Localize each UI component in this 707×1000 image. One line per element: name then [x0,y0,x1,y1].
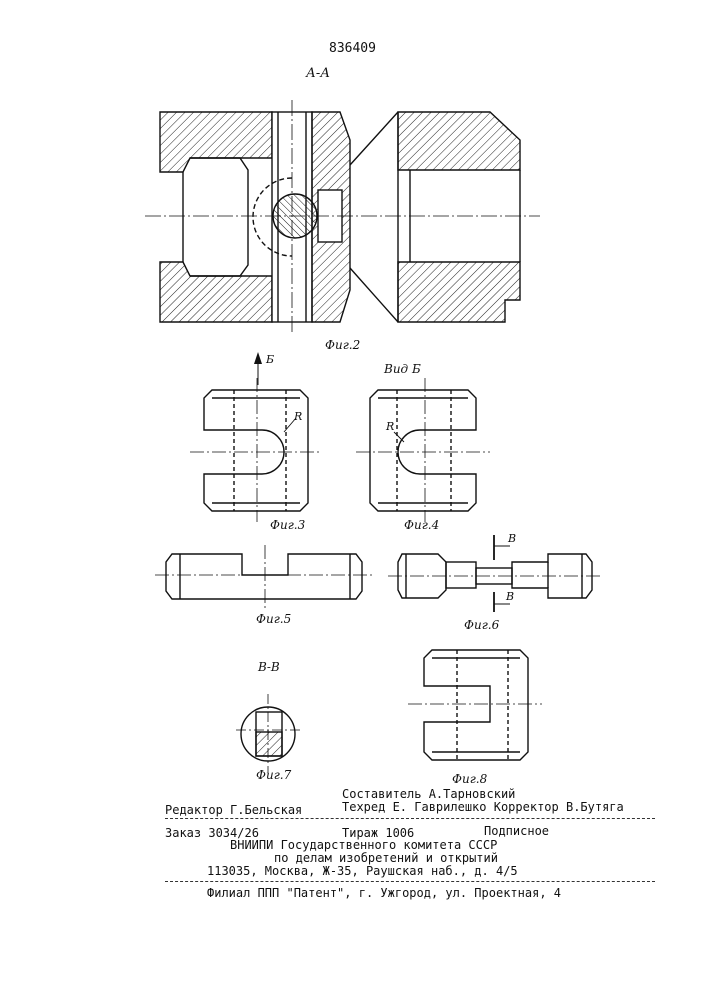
section-vv-label: В-В [258,660,280,674]
arrow-b-label: Б [266,353,274,366]
fig7-caption: Фиг.7 [256,768,291,782]
fig3-caption: Фиг.3 [270,518,305,532]
tech-corrector-line: Техред Е. Гаврилешко Корректор В.Бутяга [342,800,624,814]
fig3-clip-side-view [204,390,308,511]
fig6-caption: Фиг.6 [464,618,499,632]
address-line: 113035, Москва, Ж-35, Раушская наб., д. … [207,864,518,878]
divider-top [165,818,655,819]
fig8-caption: Фиг.8 [452,772,487,786]
fig5-clip-top-view [166,554,362,599]
fig8-clip-front-view [424,650,528,760]
compiler-line: Составитель А.Тарновский [342,787,515,801]
section-mark-bottom: В [506,590,514,603]
left-body-bottom [160,262,272,322]
affairs-line: по делам изобретений и открытий [274,851,498,865]
fig4-clip-view-b [370,390,476,511]
editor-line: Редактор Г.Бельская [165,803,302,817]
fig5-caption: Фиг.5 [256,612,291,626]
fig4-caption: Фиг.4 [404,518,439,532]
section-aa-label: А-А [306,66,330,81]
radius-label-fig4: R [386,420,394,433]
subscription-line: Подписное [484,824,549,838]
right-body-top [398,112,520,170]
left-body-top [160,112,272,172]
right-body-bottom [398,262,520,322]
fig2-assembly-section [160,112,520,322]
institute-line: ВНИИПИ Государственного комитета СССР [230,838,497,852]
view-b-label: Вид Б [384,362,421,376]
cone [350,112,398,322]
fig2-caption: Фиг.2 [325,338,360,352]
radius-label-fig3: R [294,410,302,423]
section-mark-top: В [508,532,516,545]
branch-line: Филиал ППП "Патент", г. Ужгород, ул. Про… [207,886,561,900]
divider-bottom [165,881,655,882]
